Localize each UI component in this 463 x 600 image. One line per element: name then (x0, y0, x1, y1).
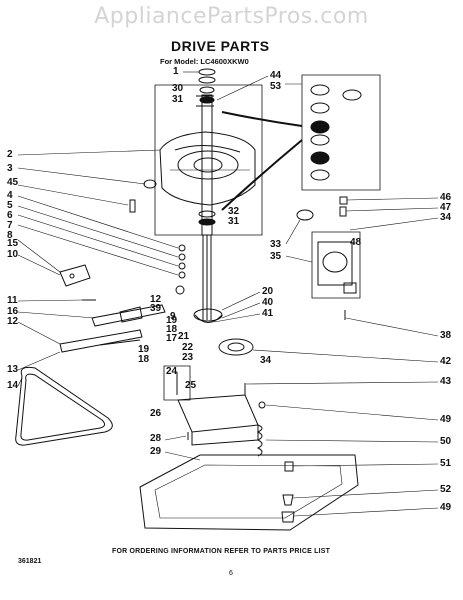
callout-1: 1 (173, 66, 179, 77)
callout-2: 2 (7, 149, 13, 160)
page-number: 6 (229, 570, 233, 577)
callout-19a: 19 (166, 315, 178, 326)
callout-23: 23 (182, 352, 194, 363)
callout-6: 6 (7, 210, 13, 221)
callout-3: 3 (7, 163, 13, 174)
callout-9: 9 (170, 311, 176, 322)
callout-31b: 31 (228, 216, 240, 227)
callout-46: 46 (440, 192, 452, 203)
callout-41: 41 (262, 308, 274, 319)
callout-33: 33 (270, 239, 282, 250)
callout-49a: 49 (440, 414, 452, 425)
callout-21: 21 (178, 331, 190, 342)
callout-15: 15 (7, 238, 19, 249)
callout-38: 38 (440, 330, 452, 341)
callout-25: 25 (185, 380, 197, 391)
callout-42: 42 (440, 356, 452, 367)
callout-34b: 34 (260, 355, 272, 366)
callout-8: 8 (7, 230, 13, 241)
callout-12a: 12 (150, 294, 162, 305)
callout-17: 17 (166, 333, 178, 344)
callout-19b: 19 (138, 344, 150, 355)
callout-18a: 18 (166, 324, 178, 335)
callout-4: 4 (7, 190, 13, 201)
callout-43: 43 (440, 376, 452, 387)
callout-22: 22 (182, 342, 194, 353)
callout-12b: 12 (7, 316, 19, 327)
callout-24: 24 (166, 366, 178, 377)
callout-13: 13 (7, 364, 19, 375)
reference-code: 361821 (18, 558, 42, 565)
callout-34a: 34 (440, 212, 452, 223)
callout-18b: 18 (138, 354, 150, 365)
callout-10: 10 (7, 249, 19, 260)
watermark: AppliancePartsPros.com (94, 4, 369, 29)
callout-45: 45 (7, 177, 19, 188)
callout-35: 35 (270, 251, 282, 262)
callout-29: 29 (150, 446, 162, 457)
diagram-title: DRIVE PARTS (171, 38, 270, 54)
callout-7: 7 (7, 220, 13, 231)
callout-31a: 31 (172, 94, 184, 105)
ordering-note: FOR ORDERING INFORMATION REFER TO PARTS … (112, 548, 331, 555)
callout-53: 53 (270, 81, 282, 92)
callout-51: 51 (440, 458, 452, 469)
callout-11: 11 (7, 295, 18, 306)
callout-40: 40 (262, 297, 274, 308)
callout-16: 16 (7, 306, 19, 317)
callout-14: 14 (7, 380, 19, 391)
callout-52: 52 (440, 484, 452, 495)
callout-44: 44 (270, 70, 282, 81)
callout-32: 32 (228, 206, 240, 217)
callout-26: 26 (150, 408, 162, 419)
callout-47: 47 (440, 202, 452, 213)
callout-28: 28 (150, 433, 162, 444)
callout-50: 50 (440, 436, 452, 447)
callout-48: 48 (350, 237, 362, 248)
callout-49b: 49 (440, 502, 452, 513)
callout-30: 30 (172, 83, 184, 94)
callout-5: 5 (7, 200, 13, 211)
model-number: For Model: LC4600XKW0 (160, 57, 249, 66)
callout-39: 39 (150, 303, 162, 314)
callout-20: 20 (262, 286, 274, 297)
